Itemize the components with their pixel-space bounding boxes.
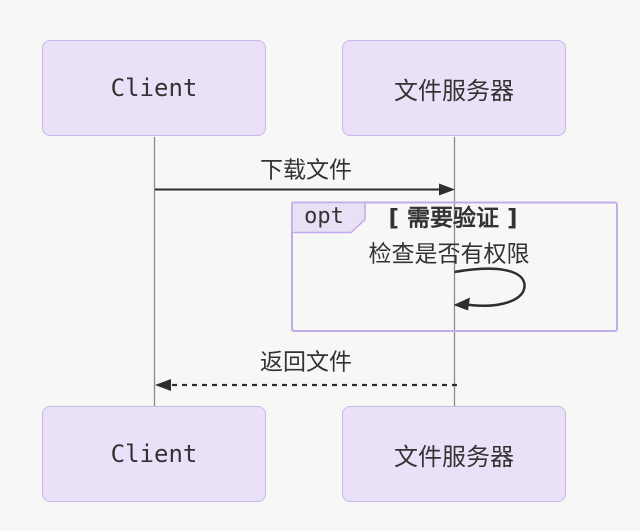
opt-fragment-frame bbox=[291, 201, 618, 332]
actor-box-file-server-bottom: 文件服务器 bbox=[342, 406, 566, 502]
opt-operator-label: opt bbox=[304, 204, 344, 229]
opt-fragment-label-tab bbox=[291, 201, 366, 234]
self-message-loop bbox=[454, 267, 526, 307]
actor-label-client-top: Client bbox=[110, 74, 198, 102]
message-download-label: 下载文件 bbox=[260, 157, 352, 184]
actor-label-file-server-bottom: 文件服务器 bbox=[394, 442, 514, 471]
actor-box-file-server-top: 文件服务器 bbox=[342, 40, 566, 136]
self-message-label: 检查是否有权限 bbox=[368, 241, 530, 268]
opt-guard-label: [ 需要验证 ] bbox=[388, 205, 518, 232]
message-download-arrowhead-icon bbox=[439, 183, 455, 196]
message-return-arrowhead-icon bbox=[155, 379, 171, 391]
actor-box-client-top: Client bbox=[42, 40, 266, 136]
actor-box-client-bottom: Client bbox=[42, 406, 266, 502]
self-message-arrowhead-icon bbox=[453, 297, 470, 311]
message-return-label: 返回文件 bbox=[260, 349, 352, 376]
actor-label-client-bottom: Client bbox=[110, 440, 198, 468]
actor-label-file-server-top: 文件服务器 bbox=[394, 76, 514, 105]
